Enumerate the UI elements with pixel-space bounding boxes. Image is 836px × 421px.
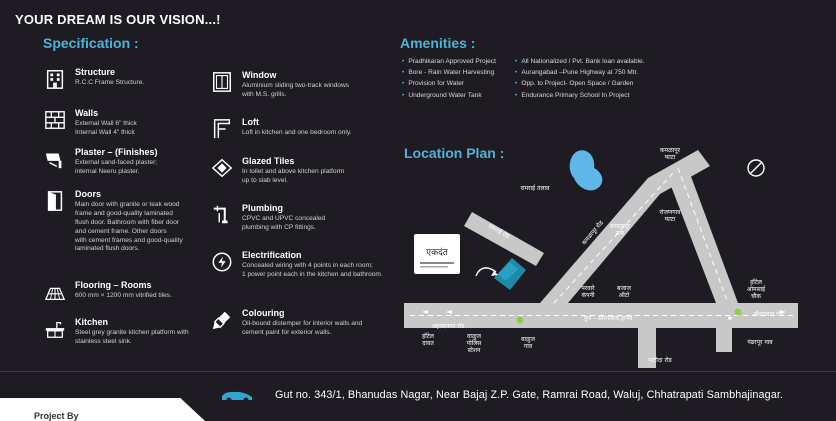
- spec-colouring: Colouring Oil-bound distemper for interi…: [210, 308, 362, 338]
- plaster-trowel-icon: [43, 147, 67, 171]
- compass-icon: [747, 159, 765, 177]
- spec-heading: Glazed Tiles: [242, 156, 295, 166]
- amenity-item: Aurangabad –Pune Highway at 750 Mtr.: [515, 67, 644, 78]
- glazed-tiles-icon: [210, 156, 234, 180]
- brick-wall-icon: [43, 108, 67, 132]
- ramrai-lake: [569, 150, 603, 191]
- ranjangaon-road: [666, 163, 738, 303]
- spec-heading: Electrification: [242, 250, 302, 260]
- spec-heading: Structure: [75, 67, 116, 77]
- spec-heading: Window: [242, 70, 277, 80]
- spec-heading: Loft: [242, 117, 259, 127]
- building-icon: [43, 67, 67, 91]
- tagline: YOUR DREAM IS OUR VISION...!: [15, 12, 221, 27]
- location-plan-title: Location Plan :: [404, 145, 505, 161]
- floor-tiles-icon: [43, 280, 67, 304]
- spec-desc: Loft in kitchen and one bedroom only.: [242, 129, 352, 136]
- spec-heading: Plumbing: [242, 203, 283, 213]
- amenities-list-right: All Nationalized / Pvt. Bank loan availa…: [515, 56, 644, 101]
- paint-brush-icon: [210, 308, 234, 332]
- pandharpur-road: [716, 328, 732, 352]
- map-label-aurangabad-road: औरंगाबाद रोड: [753, 310, 785, 318]
- kitchen-sink-icon: [43, 317, 67, 341]
- spec-electrification: Electrification Concealed wiring with 4 …: [210, 250, 383, 280]
- spec-desc: Concealed wiring with 4 points in each r…: [242, 262, 383, 278]
- amenity-item: Bore - Rain Water Harvesting: [402, 67, 496, 78]
- spec-kitchen: Kitchen Steel grey granite kitchen platf…: [43, 317, 189, 347]
- spec-heading: Doors: [75, 189, 102, 199]
- spec-walls: Walls External Wall 6" thick Internal Wa…: [43, 108, 137, 138]
- spec-heading: Colouring: [242, 308, 285, 318]
- map-label-patoda-road: पाटोदा रोड: [648, 356, 672, 364]
- spec-heading: Walls: [75, 108, 99, 118]
- amenity-item: Underground Water Tank: [402, 90, 496, 101]
- project-logo: एकदंत: [426, 247, 449, 258]
- spec-desc: Oil-bound distemper for interior walls a…: [242, 320, 363, 336]
- project-by-label: Project By: [34, 411, 79, 421]
- spec-desc: Steel grey granite kitchen platform with…: [75, 329, 189, 345]
- spec-plaster: Plaster – (Finishes) External sand-faced…: [43, 147, 158, 177]
- car-icon: [222, 392, 252, 403]
- spec-desc: CPVC and UPVC concealed plumbing with CP…: [242, 215, 326, 231]
- project-by-tab: [0, 398, 205, 421]
- spec-heading: Flooring – Rooms: [75, 280, 152, 290]
- loft-icon: [210, 117, 234, 141]
- spec-flooring: Flooring – Rooms 600 mm × 1200 mm vitrif…: [43, 280, 172, 304]
- map-label-ahmednagar-road: अहमदनगर रोड: [432, 322, 466, 330]
- window-icon: [210, 70, 234, 94]
- map-label-pandharpur-gaon: पंढरपूर गाव: [747, 339, 773, 346]
- spec-loft: Loft Loft in kitchen and one bedroom onl…: [210, 117, 351, 141]
- ramrai-road: [464, 212, 544, 266]
- door-icon: [43, 189, 67, 213]
- omsai-marker: [734, 308, 742, 316]
- spec-window: Window Aluminium sliding two-track windo…: [210, 70, 349, 100]
- project-address: Gut no. 343/1, Bhanudas Nagar, Near Baja…: [275, 389, 784, 401]
- project-logo-card: एकदंत: [414, 234, 460, 274]
- spec-glazed-tiles: Glazed Tiles In toilet and above kitchen…: [210, 156, 344, 186]
- map-label-pune-aurangabad-highway: पुणे - औरंगाबाद हायवे: [584, 314, 634, 322]
- specification-title: Specification :: [43, 35, 139, 51]
- spec-desc: R.C.C Frame Structure.: [75, 79, 145, 86]
- spec-desc: Aluminium sliding two-track windows with…: [242, 82, 350, 98]
- amenity-item: Endurance Primary School In Project: [515, 90, 644, 101]
- spec-desc: Main door with granite or teak wood fram…: [75, 201, 183, 253]
- plumbing-icon: [210, 203, 234, 227]
- spec-plumbing: Plumbing CPVC and UPVC concealed plumbin…: [210, 203, 325, 233]
- amenity-item: Pradhikaran Approved Project: [402, 56, 496, 67]
- waluj-marker: [516, 316, 524, 324]
- electric-socket-icon: [210, 250, 234, 274]
- amenities-list-left: Pradhikaran Approved Project Bore - Rain…: [402, 56, 496, 101]
- spec-heading: Plaster – (Finishes): [75, 147, 158, 157]
- spec-desc: External Wall 6" thick Internal Wall 4" …: [75, 120, 137, 136]
- spec-structure: Structure R.C.C Frame Structure.: [43, 67, 144, 91]
- spec-desc: External sand-faced plaster; internal Ne…: [75, 159, 158, 175]
- spec-doors: Doors Main door with granite or teak woo…: [43, 189, 183, 254]
- project-site: [475, 258, 526, 290]
- spec-heading: Kitchen: [75, 317, 109, 327]
- spec-desc: In toilet and above kitchen platform up …: [242, 168, 345, 184]
- amenities-title: Amenities :: [400, 35, 476, 51]
- patoda-road: [638, 328, 656, 368]
- map-label-parvare-company: परवारेकंपनी: [581, 284, 595, 299]
- spec-desc: 600 mm × 1200 mm vitrified tiles.: [75, 292, 172, 299]
- amenity-item: Opp. to Project- Open Space / Garden: [515, 78, 644, 89]
- amenity-item: Provision for Water: [402, 78, 496, 89]
- map-label-ramrai-talav: रामराई तलाव: [521, 184, 550, 192]
- amenity-item: All Nationalized / Pvt. Bank loan availa…: [515, 56, 644, 67]
- footer-divider: [0, 371, 836, 372]
- kamlapur-road: [540, 150, 710, 303]
